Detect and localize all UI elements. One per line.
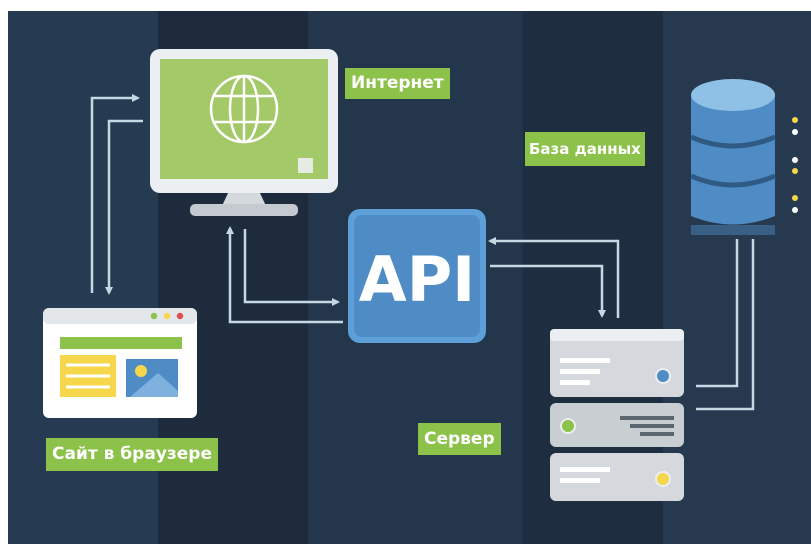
browser-window-icon xyxy=(43,308,197,418)
arrow-internet-to-browser xyxy=(105,119,143,295)
diagram-canvas: API xyxy=(8,11,811,544)
connector-server-database xyxy=(696,239,739,388)
site-in-browser-label: Сайт в браузере xyxy=(46,438,219,471)
server-label: Сервер xyxy=(418,423,501,455)
server-icon xyxy=(550,329,684,501)
database-label: База данных xyxy=(525,132,645,166)
globe-icon xyxy=(209,74,279,144)
connector-arrows xyxy=(90,94,755,411)
connector-server-database-2 xyxy=(696,239,755,411)
api-badge-icon: API xyxy=(348,209,486,343)
arrow-server-to-api xyxy=(488,237,620,318)
monitor-icon xyxy=(150,49,338,216)
diagram-graphics: API xyxy=(43,49,798,501)
internet-label: Интернет xyxy=(345,68,450,99)
database-icon xyxy=(690,79,798,235)
api-label: API xyxy=(359,243,476,316)
arrow-api-to-server xyxy=(490,264,606,318)
arrow-browser-to-internet xyxy=(90,94,140,293)
arrow-api-to-internet xyxy=(226,226,343,324)
arrow-internet-to-api xyxy=(243,229,340,306)
